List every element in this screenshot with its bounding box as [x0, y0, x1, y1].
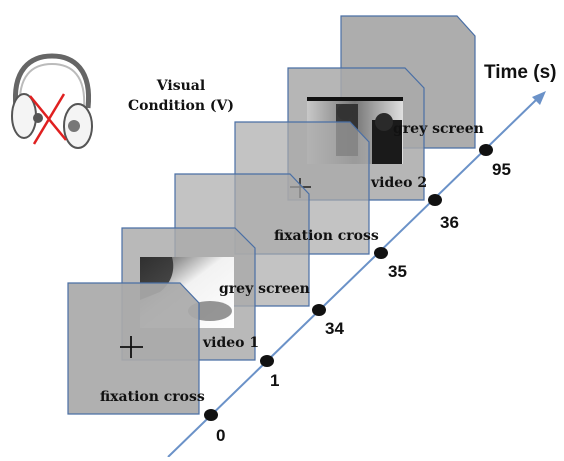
tick-dot-34 — [312, 304, 326, 316]
time-axis-title: Time (s) — [484, 62, 557, 83]
tick-label-34: 34 — [325, 319, 344, 338]
screen-label-video-1: video 1 — [203, 335, 260, 351]
headphones-crossed-out-icon — [11, 53, 93, 149]
tick-dot-1 — [260, 355, 274, 367]
screen-fixation-cross-1 — [67, 282, 200, 415]
screen-label-fixation-cross-2: fixation cross — [274, 228, 379, 244]
tick-label-95: 95 — [492, 160, 511, 179]
time-axis-arrowhead — [532, 91, 546, 105]
time-ticks — [204, 144, 493, 421]
screen-label-grey-screen-2: grey screen — [393, 121, 484, 137]
tick-dot-35 — [374, 247, 388, 259]
condition-label: Visual Condition (V) — [116, 76, 246, 116]
screen-label-video-2: video 2 — [371, 175, 428, 191]
screen-label-grey-screen-1: grey screen — [219, 281, 310, 297]
screen-label-fixation-cross-1: fixation cross — [100, 389, 205, 405]
tick-label-1: 1 — [270, 371, 280, 390]
condition-line-1: Visual — [156, 78, 206, 94]
tick-label-35: 35 — [388, 262, 407, 281]
condition-line-2: Condition (V) — [127, 98, 235, 114]
tick-dot-95 — [479, 144, 493, 156]
time-axis — [167, 99, 537, 458]
tick-dot-0 — [204, 409, 218, 421]
tick-label-36: 36 — [440, 213, 459, 232]
tick-label-0: 0 — [216, 426, 226, 445]
tick-dot-36 — [428, 194, 442, 206]
